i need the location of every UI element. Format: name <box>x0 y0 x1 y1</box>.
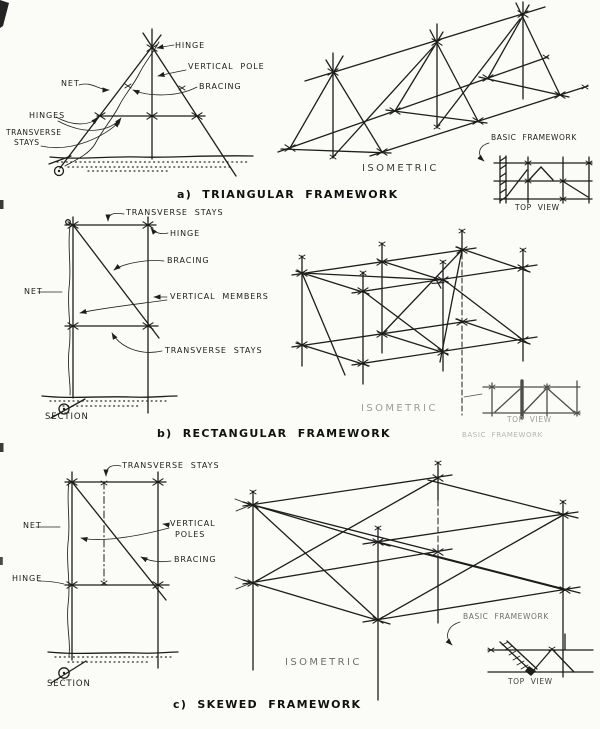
top-view-label-c: TOP VIEW <box>508 677 553 686</box>
isometric-label-c: ISOMETRIC <box>285 657 362 668</box>
net-label-b: NET <box>24 287 43 296</box>
skewed-topview-drawing <box>445 621 594 676</box>
skewed-elevation-drawing <box>47 471 179 684</box>
triangular-elevation-leaders <box>40 44 198 148</box>
section-label-b: SECTION <box>45 412 89 422</box>
skewed-isometric-drawing <box>234 460 581 701</box>
hinge-label-c: HINGE <box>12 574 43 583</box>
rectangular-elevation-drawing <box>41 216 178 419</box>
net-label-c: NET <box>23 521 42 530</box>
rectangular-isometric-drawing <box>291 228 538 416</box>
net-label-a: NET <box>61 79 80 88</box>
transverse-stays-top-label-b: TRANSVERSE STAYS <box>126 208 224 217</box>
stays-label-a: STAYS <box>14 138 40 147</box>
edge-scan-marks <box>0 0 9 565</box>
triangular-isometric-drawing <box>277 1 589 160</box>
caption-a: a) TRIANGULAR FRAMEWORK <box>177 188 399 201</box>
bracing-label-b: BRACING <box>167 256 210 265</box>
bracing-label-a: BRACING <box>199 82 242 91</box>
caption-b: b) RECTANGULAR FRAMEWORK <box>157 427 391 440</box>
isometric-label-b: ISOMETRIC <box>361 403 438 414</box>
triangular-elevation-drawing <box>48 28 254 177</box>
top-view-label-a: TOP VIEW <box>515 203 560 212</box>
transverse-stays-label-c: TRANSVERSE STAYS <box>122 461 220 470</box>
hinge-label-b: HINGE <box>170 229 201 238</box>
transverse-stays-bottom-label-b: TRANSVERSE STAYS <box>165 346 263 355</box>
basic-framework-label-b: BASIC FRAMEWORK <box>462 431 543 439</box>
transverse-label-a: TRANSVERSE <box>6 128 62 137</box>
hinge-label-a: HINGE <box>175 41 206 50</box>
basic-framework-label-a: BASIC FRAMEWORK <box>491 133 577 142</box>
rectangular-topview-drawing <box>463 379 581 420</box>
top-view-label-b: TOP VIEW <box>507 415 552 424</box>
basic-framework-label-c: BASIC FRAMEWORK <box>463 612 549 621</box>
hinges-label-a: HINGES <box>29 111 66 120</box>
vertical-pole-label-a: VERTICAL POLE <box>188 62 265 71</box>
isometric-label-a: ISOMETRIC <box>362 163 439 174</box>
section-label-c: SECTION <box>47 679 91 689</box>
bracing-label-c: BRACING <box>174 555 217 564</box>
rectangular-elevation-leaders <box>37 213 169 353</box>
caption-c: c) SKEWED FRAMEWORK <box>173 698 362 711</box>
poles-label-c: POLES <box>175 530 206 539</box>
triangular-topview-drawing <box>477 142 593 204</box>
vertical-members-label-b: VERTICAL MEMBERS <box>170 292 269 301</box>
vertical-label-c: VERTICAL <box>170 519 216 528</box>
skewed-elevation-leaders <box>35 465 172 585</box>
